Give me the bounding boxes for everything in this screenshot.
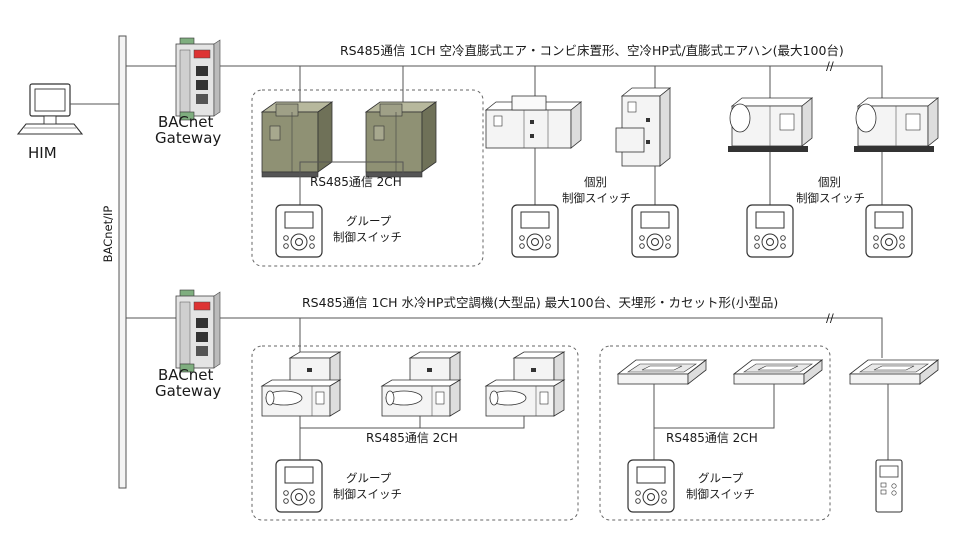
individual-switch-1-line1: 個別	[584, 175, 607, 189]
bottom-left-group-switch-line1: グループ	[346, 471, 392, 485]
floor-unit-2-icon	[365, 101, 437, 178]
gateway-bottom-line2: Gateway	[155, 382, 221, 400]
unit-outdoor-1-icon	[727, 97, 813, 153]
him-computer-icon	[16, 83, 84, 135]
cassette-2-icon	[733, 359, 823, 385]
top-left-rs485-label: RS485通信 2CH	[310, 175, 402, 189]
cassette-1-icon	[617, 359, 707, 385]
individual-switch-2-line1: 個別	[818, 175, 841, 189]
bottom-left-group-remote-icon	[275, 459, 323, 513]
top-left-group-box	[251, 89, 484, 267]
gateway-top-line2: Gateway	[155, 129, 221, 147]
water-package-2-icon	[381, 351, 461, 417]
floor-unit-1-icon	[261, 101, 333, 178]
gateway-top-icon	[175, 37, 221, 121]
gateway-bottom-line1: BACnet	[158, 366, 213, 384]
top-group-remote-icon	[275, 204, 323, 258]
water-package-3-icon	[485, 351, 565, 417]
remote-ahu-horizontal-icon	[511, 204, 559, 258]
gateway-bottom-icon	[175, 289, 221, 373]
bottom-left-group-box	[251, 345, 579, 521]
top-bus-label: RS485通信 1CH 空冷直膨式エア・コンビ床置形、空冷HP式/直膨式エアハン…	[340, 43, 844, 58]
backbone-label: BACnet/IP	[101, 206, 115, 263]
remote-outdoor-2-icon	[865, 204, 913, 258]
individual-switch-2-line2: 制御スイッチ	[796, 191, 865, 205]
bottom-right-group-switch-line2: 制御スイッチ	[686, 487, 755, 501]
bacnet-ip-backbone	[118, 35, 127, 489]
bottom-right-group-remote-icon	[627, 459, 675, 513]
gateway-top-line1: BACnet	[158, 113, 213, 131]
bottom-right-group-switch-line1: グループ	[698, 471, 744, 485]
bottom-left-group-switch-line2: 制御スイッチ	[333, 487, 402, 501]
top-group-switch-line1: グループ	[346, 214, 392, 228]
bottom-right-group-box	[599, 345, 831, 521]
ahu-vertical-icon	[615, 87, 671, 167]
remote-ahu-vertical-icon	[631, 204, 679, 258]
top-break-mark: //	[826, 59, 834, 73]
bottom-right-rs485-label: RS485通信 2CH	[666, 431, 758, 445]
wall-controller-icon	[875, 459, 903, 513]
top-group-switch-line2: 制御スイッチ	[333, 230, 402, 244]
remote-outdoor-1-icon	[746, 204, 794, 258]
unit-outdoor-2-icon	[853, 97, 939, 153]
water-package-1-icon	[261, 351, 341, 417]
ahu-horizontal-icon	[485, 95, 582, 149]
him-label: HIM	[28, 144, 57, 162]
cassette-3-icon	[849, 359, 939, 385]
bottom-bus-label: RS485通信 1CH 水冷HP式空調機(大型品) 最大100台、天埋形・カセッ…	[302, 295, 778, 310]
bottom-break-mark: //	[826, 311, 834, 325]
bottom-left-rs485-label: RS485通信 2CH	[366, 431, 458, 445]
individual-switch-1-line2: 制御スイッチ	[562, 191, 631, 205]
